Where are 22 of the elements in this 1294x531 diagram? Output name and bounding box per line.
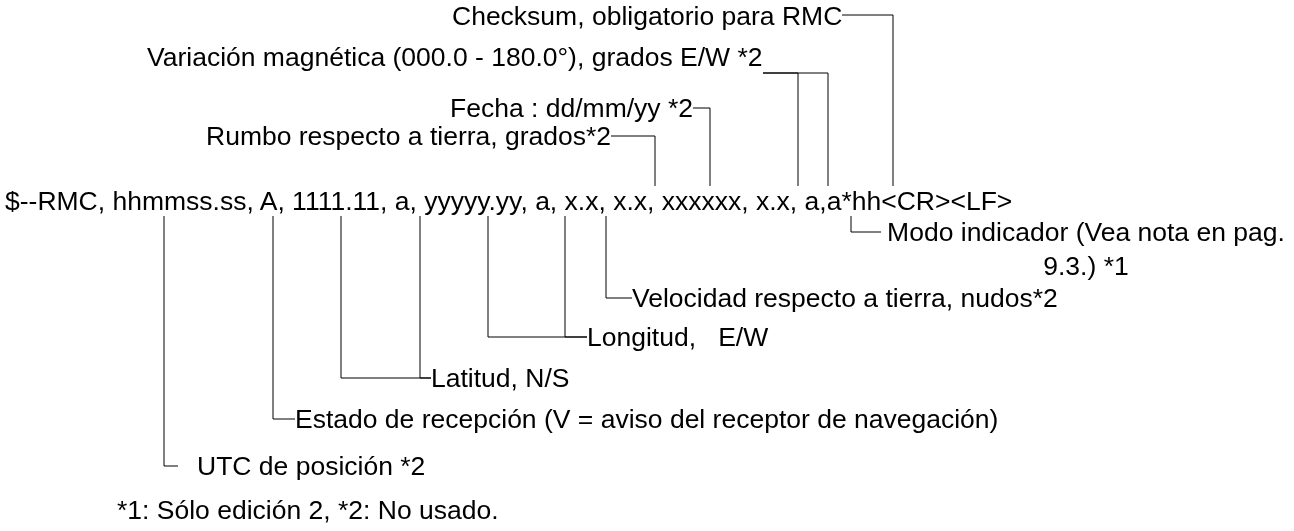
field-description: Variación magnética (000.0 - 180.0°), grados E/W *2 bbox=[147, 42, 763, 72]
leader-line bbox=[564, 215, 588, 338]
sentence-format-text: $--RMC, hhmmss.ss, A, 1111.11, a, yyyyy.yy, a, x.x, x.x, xxxxxx, x.x, a,a*hh<CR><LF> bbox=[5, 186, 1013, 216]
leader-line bbox=[419, 215, 432, 379]
leader-line bbox=[272, 215, 296, 420]
field-description: Checksum, obligatorio para RMC bbox=[452, 1, 843, 31]
leader-line bbox=[850, 215, 882, 233]
field-description: UTC de posición *2 bbox=[178, 451, 426, 481]
field-description: Rumbo respecto a tierra, grados*2 bbox=[206, 121, 612, 151]
field-description: Latitud, N/S bbox=[431, 363, 570, 393]
leader-line bbox=[163, 215, 179, 467]
leader-line bbox=[841, 14, 894, 187]
leader-line bbox=[605, 215, 633, 299]
field-description: Modo indicador (Vea nota en pag. 9.3.) *1 bbox=[881, 215, 1291, 283]
leader-line bbox=[762, 72, 829, 187]
leader-line bbox=[692, 107, 711, 187]
field-description: Fecha : dd/mm/yy *2 bbox=[450, 93, 693, 123]
leader-line bbox=[610, 135, 656, 187]
field-description: Estado de recepción (V = aviso del receptor de navegación) bbox=[295, 404, 999, 434]
field-description: Longitud, E/W bbox=[587, 322, 769, 352]
field-description: Velocidad respecto a tierra, nudos*2 bbox=[632, 283, 1058, 313]
footnote-text: *1: Sólo edición 2, *2: No usado. bbox=[117, 495, 499, 525]
